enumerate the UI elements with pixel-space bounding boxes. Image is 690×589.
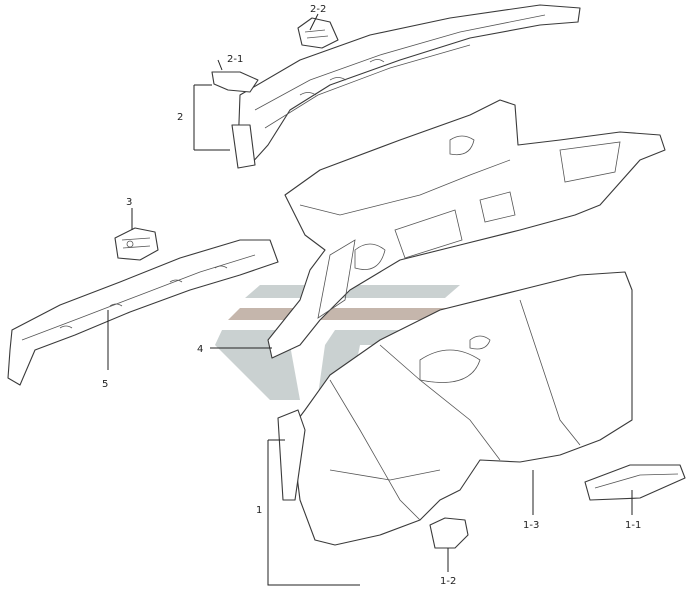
callout-2-2: 2-2 [310, 4, 326, 15]
part-1-side-pillar [277, 409, 306, 501]
callout-1-2: 1-2 [440, 576, 456, 587]
callout-5: 5 [102, 379, 108, 390]
callout-1-1: 1-1 [625, 520, 641, 531]
leader-lines [107, 13, 633, 586]
part-1-dash-lower-assembly [289, 271, 633, 546]
part-2-1-bracket [211, 71, 259, 169]
callout-2-1: 2-1 [227, 54, 243, 65]
part-1-1-reinforcement [584, 464, 686, 501]
part-2-upper-cowl [237, 4, 581, 166]
callout-3: 3 [126, 197, 132, 208]
callout-2: 2 [177, 112, 183, 123]
watermark-logo [215, 285, 460, 400]
callout-1-3: 1-3 [523, 520, 539, 531]
callout-1: 1 [256, 505, 262, 516]
part-5-crossmember [7, 239, 279, 386]
callout-4: 4 [197, 344, 203, 355]
part-1-2-bracket [429, 517, 469, 549]
part-4-dash-upper-panel [267, 99, 666, 359]
part-3-bracket [114, 227, 159, 261]
part-2-2-bracket [297, 17, 339, 49]
